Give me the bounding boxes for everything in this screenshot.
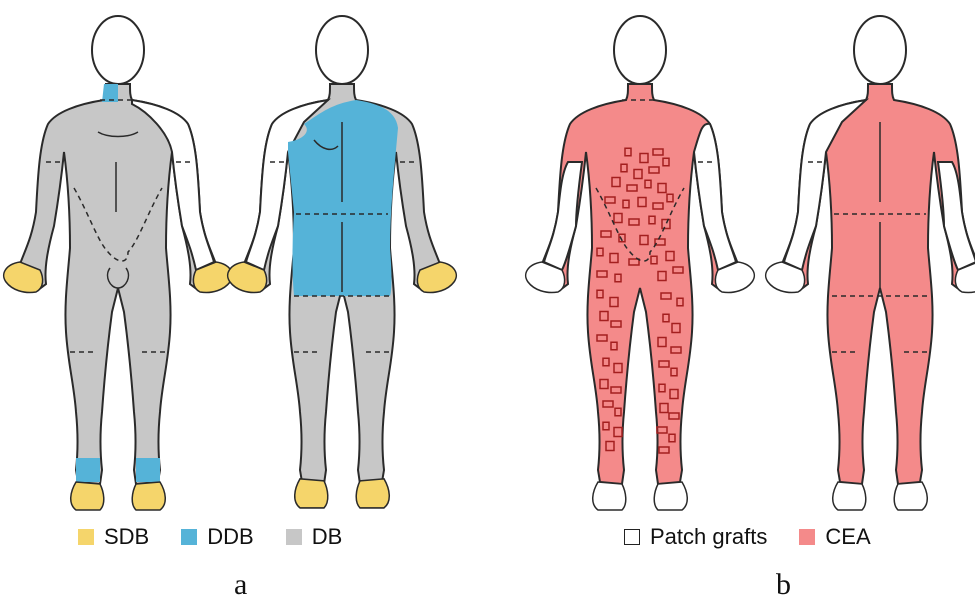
panel-b-back-figure	[766, 16, 975, 510]
panel-label-b: b	[776, 568, 791, 602]
legend-panel-b: Patch grafts CEA	[624, 520, 903, 554]
legend-label-db: DB	[312, 524, 343, 550]
legend-panel-a: SDB DDB DB	[78, 520, 374, 554]
panel-a-back-figure	[228, 16, 457, 508]
legend-swatch-cea	[799, 529, 815, 545]
panel-a-front-figure	[4, 16, 233, 510]
legend-swatch-sdb	[78, 529, 94, 545]
legend-item-cea: CEA	[799, 524, 870, 550]
legend-label-patch-grafts: Patch grafts	[650, 524, 767, 550]
legend-label-ddb: DDB	[207, 524, 253, 550]
legend-item-ddb: DDB	[181, 524, 253, 550]
legend-swatch-ddb	[181, 529, 197, 545]
legend-label-cea: CEA	[825, 524, 870, 550]
legend-item-db: DB	[286, 524, 343, 550]
legend-swatch-db	[286, 529, 302, 545]
legend-item-sdb: SDB	[78, 524, 149, 550]
legend-label-sdb: SDB	[104, 524, 149, 550]
legend-item-patch-grafts: Patch grafts	[624, 524, 767, 550]
panel-label-a: a	[234, 568, 247, 602]
legend-swatch-patch-grafts	[624, 529, 640, 545]
panel-b-front-figure	[526, 16, 755, 510]
